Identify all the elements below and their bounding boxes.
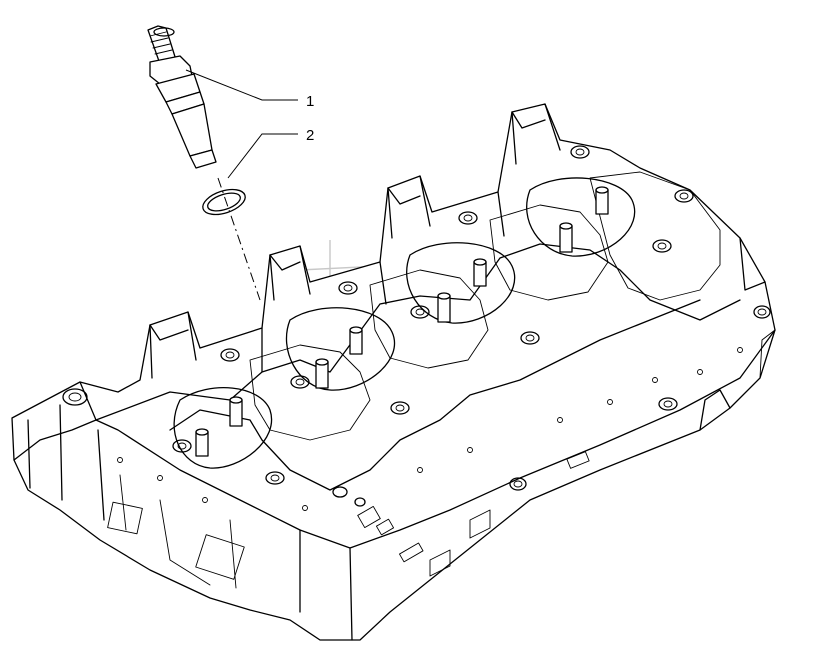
assembly-centerline	[217, 177, 261, 301]
sealing-ring	[202, 188, 246, 216]
edge-dots	[117, 347, 743, 511]
injector	[147, 25, 217, 169]
valve-stems	[195, 186, 609, 457]
callout-1-label: 1	[306, 93, 314, 110]
callout-2: 2	[227, 127, 314, 179]
callout-2-label: 2	[306, 127, 314, 144]
bolt-holes	[172, 145, 771, 507]
cylinder-head-body	[11, 103, 776, 641]
callout-1: 1	[185, 69, 314, 110]
cylinder-head	[11, 103, 776, 641]
front-slots	[357, 451, 590, 577]
